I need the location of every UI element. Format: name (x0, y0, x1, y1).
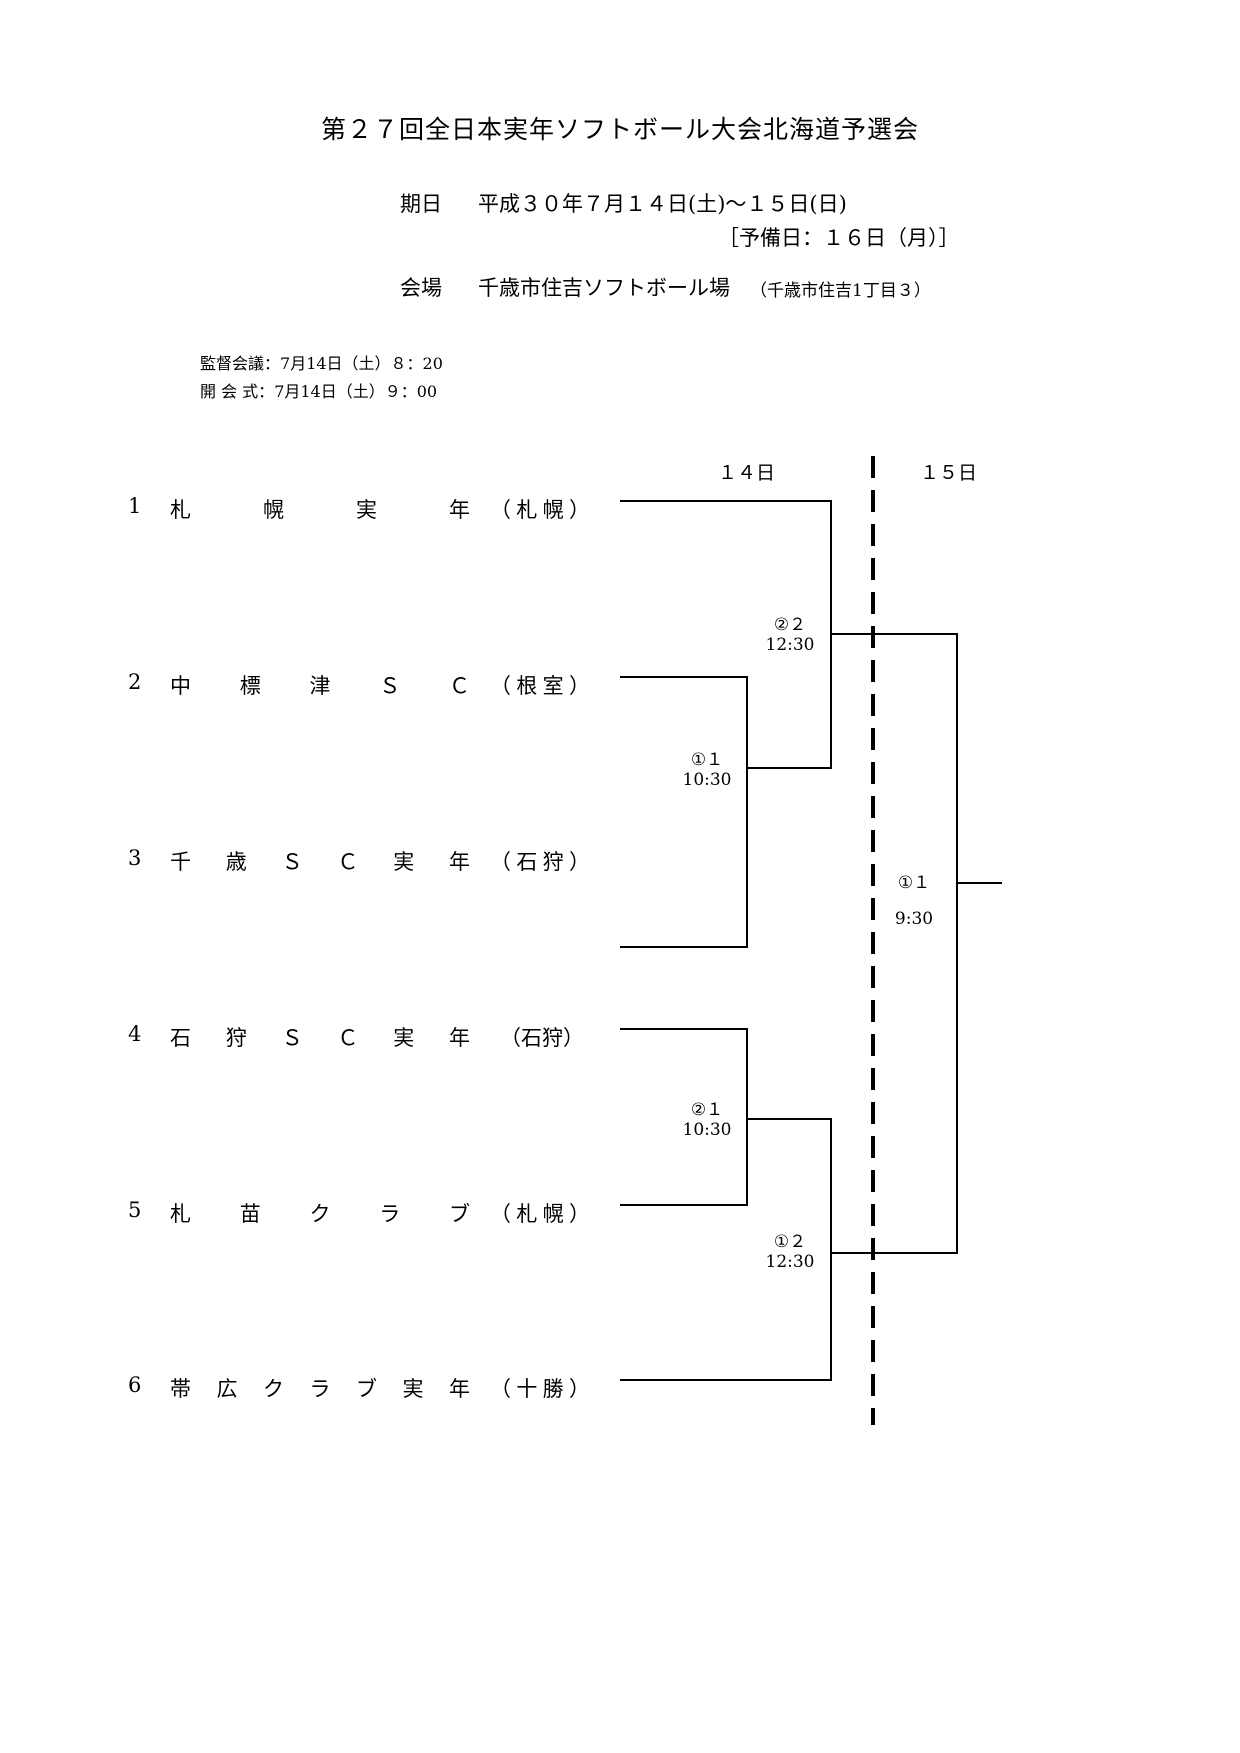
team-name: 帯広クラブ実年 (170, 1377, 470, 1401)
team-number: 1 (128, 494, 142, 518)
game-code: ②１ (690, 1100, 724, 1120)
game-time: 10:30 (682, 770, 732, 790)
venue-label: 会場 (400, 276, 442, 300)
bracket-line-game4 (620, 1118, 832, 1381)
team-number: 5 (128, 1198, 142, 1222)
team-number: 4 (128, 1022, 142, 1046)
managers-meeting: 監督会議：7月14日（土）８：20 (200, 350, 443, 374)
managers-meeting-time: 7月14日（土）８：20 (280, 354, 443, 373)
opening-ceremony-time: 7月14日（土）９：00 (274, 382, 438, 401)
team-number: 6 (128, 1373, 142, 1397)
reserve-date: ［予備日：１６日（月）］ (718, 226, 960, 250)
game-code: ①１ (897, 873, 931, 893)
game-label-final: ①１ 9:30 (881, 865, 947, 937)
game-label-g3: ②２ 12:30 (755, 615, 825, 655)
game-time: 12:30 (765, 635, 815, 655)
game-time: 9:30 (894, 909, 934, 929)
date-value: 平成３０年７月１４日(土)～１５日(日) (478, 192, 847, 216)
team-name: 札幌実年 (170, 498, 470, 522)
date-label: 期日 (400, 192, 442, 216)
day2-label: １５日 (920, 462, 978, 484)
team-region: （札幌） (490, 498, 590, 522)
team-region: （根室） (490, 674, 590, 698)
opening-ceremony: 開 会 式：7月14日（土）９：00 (200, 378, 437, 402)
opening-ceremony-label: 開 会 式： (200, 382, 275, 401)
bracket-line-final (831, 633, 958, 1254)
managers-meeting-label: 監督会議： (200, 354, 281, 373)
game-time: 10:30 (682, 1120, 732, 1140)
team-region: （石狩） (500, 1026, 584, 1050)
team-row-5: 5 札苗クラブ （札幌） (128, 1198, 598, 1228)
game-label-g1: ①１ 10:30 (672, 750, 742, 790)
team-region: （石狩） (490, 850, 590, 874)
day1-label: １４日 (718, 462, 776, 484)
game-time: 12:30 (765, 1252, 815, 1272)
venue-address: （千歳市住吉1丁目３） (750, 281, 931, 301)
team-region: （十勝） (490, 1377, 590, 1401)
game-code: ①１ (690, 750, 724, 770)
game-code: ①２ (773, 1232, 807, 1252)
game-code: ②２ (773, 615, 807, 635)
bracket-line-game1 (620, 676, 748, 948)
team-region: （札幌） (490, 1202, 590, 1226)
team-number: 2 (128, 670, 142, 694)
team-number: 3 (128, 846, 142, 870)
team-row-1: 1 札幌実年 （札幌） (128, 494, 598, 524)
game-label-g4: ①２ 12:30 (755, 1232, 825, 1272)
bracket-line-game2 (620, 1028, 748, 1206)
team-name: 札苗クラブ (170, 1202, 470, 1226)
game-label-g2: ②１ 10:30 (672, 1100, 742, 1140)
team-row-6: 6 帯広クラブ実年 （十勝） (128, 1373, 598, 1403)
venue-name: 千歳市住吉ソフトボール場 (478, 276, 730, 300)
page-title: 第２７回全日本実年ソフトボール大会北海道予選会 (320, 115, 919, 144)
